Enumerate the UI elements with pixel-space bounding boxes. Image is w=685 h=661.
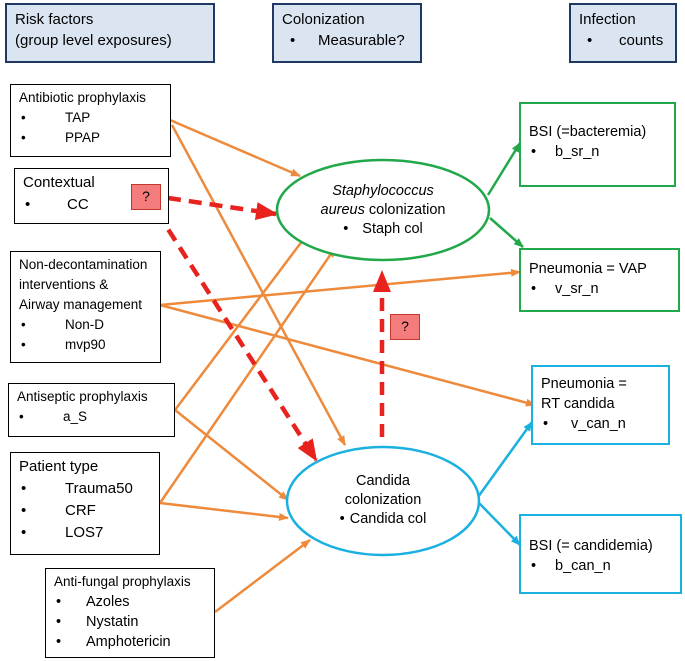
bullet: • bbox=[290, 32, 296, 49]
header-risk-factors: Risk factors (group level exposures) bbox=[5, 3, 215, 63]
box-antibiotic-prophylaxis: Antibiotic prophylaxis • TAP • PPAP bbox=[10, 84, 171, 157]
bullet: • bbox=[21, 317, 26, 332]
arrow-patient-to-candida bbox=[159, 501, 289, 521]
bullet: • bbox=[343, 221, 349, 237]
question-marker-contextual: ? bbox=[131, 184, 161, 210]
box-anti-fungal-prophylaxis: Anti-fungal prophylaxis • Azoles • Nystati… bbox=[45, 568, 215, 658]
bullet: • bbox=[56, 614, 62, 630]
header-risk-line1: Risk factors bbox=[15, 11, 94, 28]
pneu-vap-item: v_sr_n bbox=[555, 281, 599, 297]
arrow-antiseptic-to-staph bbox=[174, 227, 313, 411]
bullet: • bbox=[531, 558, 537, 574]
box-non-decontamination: Non-decontamination interventions & Airw… bbox=[10, 251, 161, 363]
arrow-antibiotic-to-candida bbox=[170, 124, 347, 446]
header-infection-title: Infection bbox=[579, 11, 636, 28]
bullet: • bbox=[56, 634, 62, 650]
bullet: • bbox=[56, 594, 62, 610]
staph-line2-rest: colonization bbox=[364, 202, 446, 218]
bullet: • bbox=[531, 144, 537, 160]
bullet: • bbox=[21, 130, 26, 145]
patient-item-1: CRF bbox=[65, 502, 96, 519]
bsi-bact-item: b_sr_n bbox=[555, 144, 600, 160]
pneu-rt-item: v_can_n bbox=[571, 416, 626, 432]
arrow-candida-to-rtcandida bbox=[476, 421, 534, 498]
bullet: • bbox=[25, 196, 31, 213]
header-colonization-item: Measurable? bbox=[318, 32, 405, 49]
candida-line1: Candida bbox=[355, 473, 410, 489]
arrow-antifungal-to-candida bbox=[214, 539, 311, 613]
staph-colonization-node: Staphylococcus aureus colonization • Stap… bbox=[287, 182, 479, 239]
candida-ellipse bbox=[285, 445, 481, 557]
antifungal-item-2: Amphotericin bbox=[86, 634, 171, 650]
antibiotic-item-1: PPAP bbox=[65, 130, 101, 145]
bsi-bact-title: BSI (=bacteremia) bbox=[529, 124, 647, 140]
contextual-item-0: CC bbox=[67, 196, 89, 213]
staph-line2-italic: aureus bbox=[320, 202, 365, 218]
arrow-staph-to-bsi bbox=[486, 142, 522, 196]
box-antiseptic-prophylaxis: Antiseptic prophylaxis • a_S bbox=[8, 383, 175, 437]
box-pneumonia-vap: Pneumonia = VAP • v_sr_n bbox=[519, 248, 680, 312]
box-patient-type: Patient type • Trauma50 • CRF • LOS7 bbox=[10, 452, 160, 555]
header-colonization: Colonization • Measurable? bbox=[272, 3, 422, 63]
candida-item: Candida col bbox=[349, 511, 427, 527]
header-infection-item: counts bbox=[619, 32, 664, 49]
staph-item: Staph col bbox=[362, 221, 423, 237]
header-risk-line2: (group level exposures) bbox=[15, 32, 172, 49]
bsi-cand-item: b_can_n bbox=[555, 558, 611, 574]
staph-ellipse bbox=[275, 158, 491, 262]
pneu-rt-title-2: RT candida bbox=[541, 396, 615, 412]
arrow-candida-to-candidemia bbox=[477, 501, 521, 546]
bullet: • bbox=[21, 524, 27, 541]
staph-line1: Staphylococcus bbox=[332, 183, 434, 199]
candida-colonization-node: Candida colonization •Candida col bbox=[297, 472, 469, 529]
contextual-title: Contextual bbox=[23, 174, 95, 191]
bullet: • bbox=[21, 502, 27, 519]
patient-title: Patient type bbox=[19, 458, 99, 475]
bullet: • bbox=[543, 416, 549, 432]
patient-item-2: LOS7 bbox=[65, 524, 104, 541]
antiseptic-title: Antiseptic prophylaxis bbox=[17, 389, 148, 404]
box-bsi-bacteremia: BSI (=bacteremia) • b_sr_n bbox=[519, 102, 676, 187]
arrow-antibiotic-to-staph bbox=[169, 118, 301, 178]
antibiotic-title: Antibiotic prophylaxis bbox=[19, 90, 146, 105]
antiseptic-item-0: a_S bbox=[63, 409, 88, 424]
bullet: • bbox=[587, 32, 593, 49]
candida-line2: colonization bbox=[344, 492, 422, 508]
nondecon-title-3: Airway management bbox=[19, 297, 143, 312]
antifungal-title: Anti-fungal prophylaxis bbox=[54, 574, 191, 589]
antibiotic-item-0: TAP bbox=[65, 110, 91, 125]
dashed-contextual-to-staph bbox=[167, 195, 278, 220]
arrow-staph-to-vap bbox=[489, 217, 524, 248]
antifungal-item-0: Azoles bbox=[86, 594, 130, 610]
arrow-patient-to-staph bbox=[158, 247, 337, 504]
box-bsi-candidemia: BSI (= candidemia) • b_can_n bbox=[519, 514, 682, 594]
patient-item-0: Trauma50 bbox=[65, 480, 133, 497]
box-pneumonia-rt-candida: Pneumonia = RT candida • v_can_n bbox=[531, 365, 670, 445]
dashed-contextual-to-candida bbox=[155, 210, 318, 462]
bullet: • bbox=[21, 337, 26, 352]
arrow-antiseptic-to-candida bbox=[174, 409, 289, 501]
header-infection: Infection • counts bbox=[569, 3, 677, 63]
bsi-cand-title: BSI (= candidemia) bbox=[529, 538, 653, 554]
pneu-rt-title-1: Pneumonia = bbox=[541, 376, 627, 392]
header-colonization-title: Colonization bbox=[282, 11, 365, 28]
antifungal-item-1: Nystatin bbox=[86, 614, 139, 630]
nondecon-title-2: interventions & bbox=[19, 277, 109, 292]
bullet: • bbox=[21, 110, 26, 125]
arrow-nondecon-to-vap bbox=[159, 268, 521, 307]
bullet: • bbox=[21, 480, 27, 497]
nondecon-item-1: mvp90 bbox=[65, 337, 106, 352]
arrow-nondecon-to-rtcandida bbox=[159, 303, 536, 407]
bullet: • bbox=[339, 511, 345, 527]
nondecon-item-0: Non-D bbox=[65, 317, 105, 332]
bullet: • bbox=[531, 281, 537, 297]
nondecon-title-1: Non-decontamination bbox=[19, 257, 148, 272]
bullet: • bbox=[19, 409, 24, 424]
pneu-vap-title: Pneumonia = VAP bbox=[529, 261, 647, 277]
question-marker-candida-staph: ? bbox=[390, 314, 420, 340]
